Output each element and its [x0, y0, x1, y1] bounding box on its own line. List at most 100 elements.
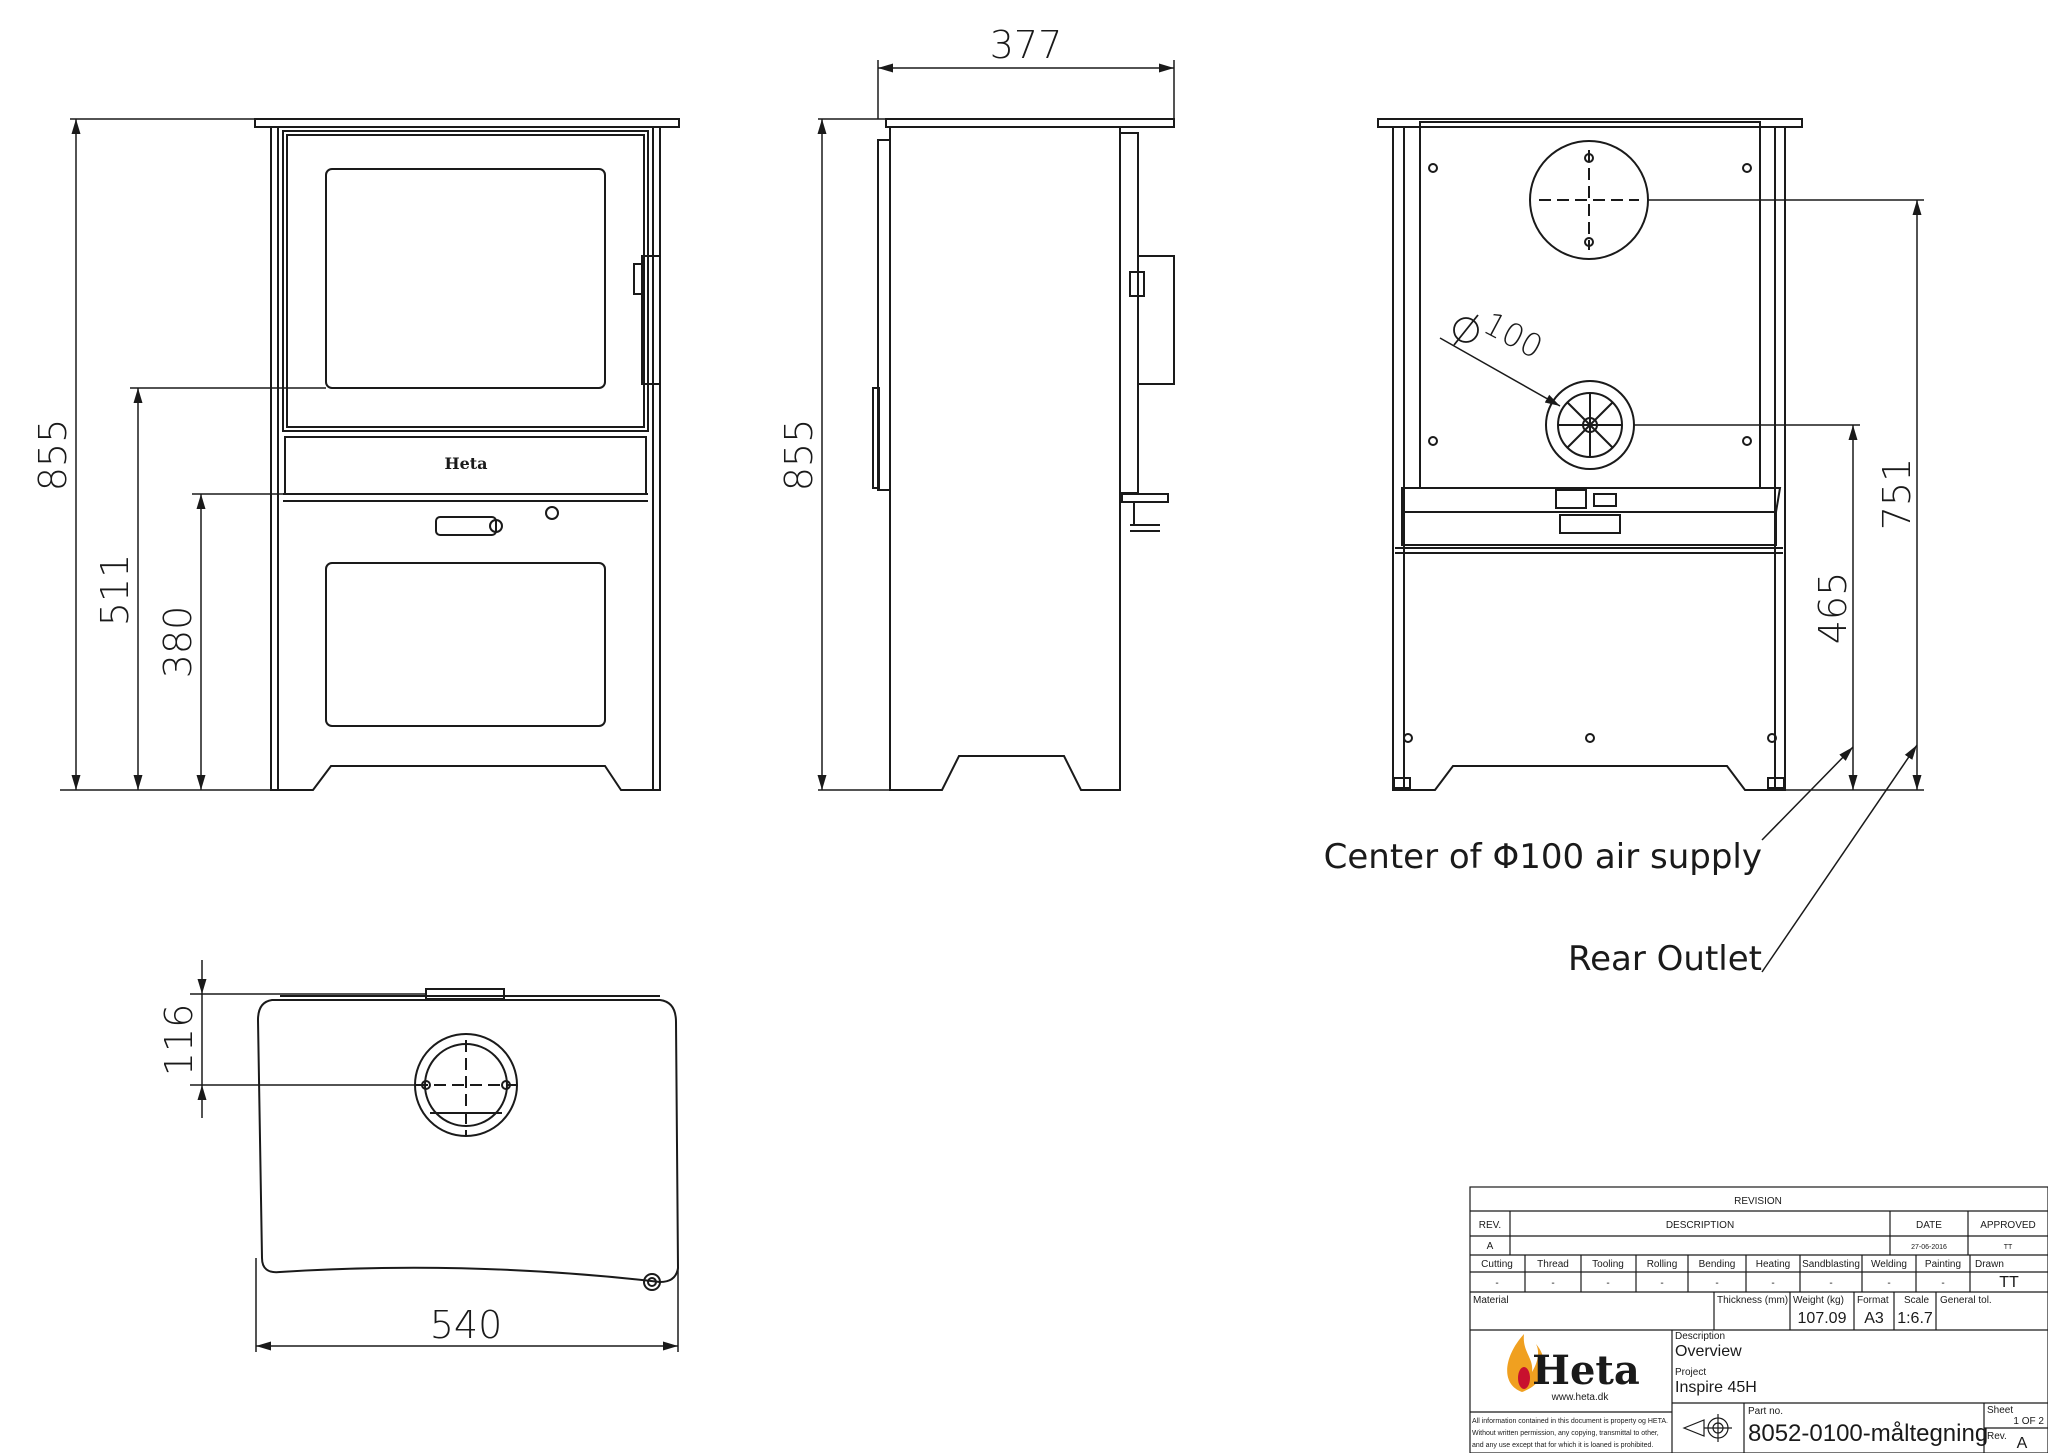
title-block-text: REVISION REV. DESCRIPTION DATE APPROVED … — [1472, 1196, 2044, 1452]
dim-top-offset: 116 — [157, 1004, 201, 1077]
front-door-frame — [282, 130, 649, 432]
dim-rear-diameter: 100 — [1477, 304, 1549, 366]
sheet-value: 1 OF 2 — [2013, 1416, 2044, 1427]
process-value-heating: - — [1771, 1278, 1774, 1289]
partno-label: Part no. — [1748, 1406, 1783, 1417]
top-knob — [643, 1273, 661, 1291]
top-outline — [256, 999, 680, 1284]
thickness-label: Thickness (mm) — [1717, 1295, 1788, 1306]
scale-value: 1:6.7 — [1897, 1310, 1933, 1327]
rear-dimensions — [1439, 199, 1924, 973]
process-cutting: Cutting — [1481, 1259, 1513, 1270]
format-value: A3 — [1864, 1310, 1884, 1327]
rear-top-plate — [1377, 118, 1803, 128]
front-brand-label: Heta — [444, 454, 487, 473]
diameter-symbol — [1453, 314, 1479, 346]
process-value-sandblasting: - — [1829, 1278, 1832, 1289]
process-value-cutting: - — [1495, 1278, 1498, 1289]
disclaimer-line-3: and any use except that for which it is … — [1472, 1442, 1653, 1449]
front-door-frame-inner — [286, 134, 645, 428]
disclaimer-line-2: Without written permission, any copying,… — [1472, 1430, 1659, 1437]
scale-label: Scale — [1904, 1295, 1929, 1306]
top-view — [256, 988, 680, 1291]
material-label: Material — [1473, 1295, 1509, 1306]
front-top-plate — [254, 118, 680, 128]
front-door-handle — [641, 255, 661, 385]
description-value: Overview — [1675, 1343, 1742, 1360]
rear-view — [1377, 118, 1803, 791]
process-rolling: Rolling — [1647, 1259, 1678, 1270]
side-view — [872, 118, 1175, 791]
process-value-thread: - — [1551, 1278, 1554, 1289]
rear-plinth-box — [1401, 487, 1782, 546]
rev-col-header: REV. — [1479, 1220, 1501, 1231]
projection-symbol-icon — [1682, 1414, 1732, 1442]
top-rear-lip — [425, 988, 505, 1000]
rev-value: A — [1487, 1241, 1494, 1252]
heta-logo-text: Heta — [1532, 1347, 1640, 1394]
rev-value-bottom: A — [2017, 1435, 2028, 1452]
dim-rear-air-height: 465 — [1811, 572, 1855, 645]
side-body-outline — [889, 127, 1121, 791]
disclaimer-line-1: All information contained in this docume… — [1472, 1418, 1668, 1425]
rev-label-bottom: Rev. — [1987, 1431, 2007, 1442]
rear-body-outline — [1392, 127, 1786, 791]
process-heating: Heating — [1756, 1259, 1790, 1270]
tolerance-label: General tol. — [1940, 1295, 1992, 1306]
front-slider-knob — [489, 519, 503, 533]
side-shelf — [1121, 493, 1169, 503]
approved-value: TT — [2004, 1244, 2013, 1251]
dim-rear-outlet-height: 751 — [1875, 458, 1919, 531]
desc-col-header: DESCRIPTION — [1666, 1220, 1734, 1231]
dim-side-depth: 377 — [990, 23, 1063, 67]
front-glass-window — [325, 168, 606, 389]
front-dimensions — [60, 118, 326, 791]
process-thread: Thread — [1537, 1259, 1569, 1270]
date-col-header: DATE — [1916, 1220, 1942, 1231]
process-sandblasting: Sandblasting — [1802, 1259, 1860, 1270]
approved-col-header: APPROVED — [1980, 1220, 2036, 1231]
heta-flame-icon — [1507, 1334, 1545, 1392]
front-storage-door — [325, 562, 606, 727]
label-rear-outlet: Rear Outlet — [1568, 939, 1762, 979]
process-value-rolling: - — [1660, 1278, 1663, 1289]
weight-value: 107.09 — [1798, 1310, 1847, 1327]
format-label: Format — [1857, 1295, 1889, 1306]
top-dimensions — [190, 960, 679, 1352]
revision-header: REVISION — [1734, 1196, 1782, 1207]
process-value-welding: - — [1887, 1278, 1890, 1289]
side-handle — [1137, 255, 1175, 385]
process-value-painting: - — [1941, 1278, 1944, 1289]
date-value: 27-06-2016 — [1911, 1244, 1947, 1251]
side-door-rear — [1119, 132, 1139, 494]
process-bending: Bending — [1699, 1259, 1736, 1270]
title-block — [1469, 1186, 2048, 1453]
front-air-knob — [545, 506, 559, 520]
dim-side-height: 855 — [777, 419, 821, 492]
partno-value: 8052-0100-måltegning — [1748, 1420, 1988, 1447]
dim-front-height: 855 — [31, 419, 75, 492]
front-air-slider — [435, 516, 497, 536]
side-dimensions — [817, 60, 1175, 791]
sheet-label: Sheet — [1987, 1405, 2013, 1416]
front-handle-latch — [633, 263, 645, 295]
dim-top-width: 540 — [430, 1303, 503, 1347]
weight-label: Weight (kg) — [1793, 1295, 1844, 1306]
description-label: Description — [1675, 1331, 1725, 1342]
heta-website: www.heta.dk — [1551, 1392, 1610, 1403]
dim-front-ash-height: 380 — [156, 606, 200, 679]
process-value-bending: - — [1715, 1278, 1718, 1289]
side-door-front — [877, 139, 891, 491]
project-value: Inspire 45H — [1675, 1379, 1757, 1396]
drawn-value: TT — [1999, 1274, 2019, 1291]
side-top-plate — [885, 118, 1175, 128]
process-tooling: Tooling — [1592, 1259, 1624, 1270]
front-view — [254, 118, 680, 791]
project-label: Project — [1675, 1367, 1706, 1378]
process-welding: Welding — [1871, 1259, 1907, 1270]
process-value-tooling: - — [1606, 1278, 1609, 1289]
dim-front-door-height: 511 — [93, 554, 137, 627]
drawn-label: Drawn — [1975, 1259, 2004, 1270]
process-painting: Painting — [1925, 1259, 1961, 1270]
